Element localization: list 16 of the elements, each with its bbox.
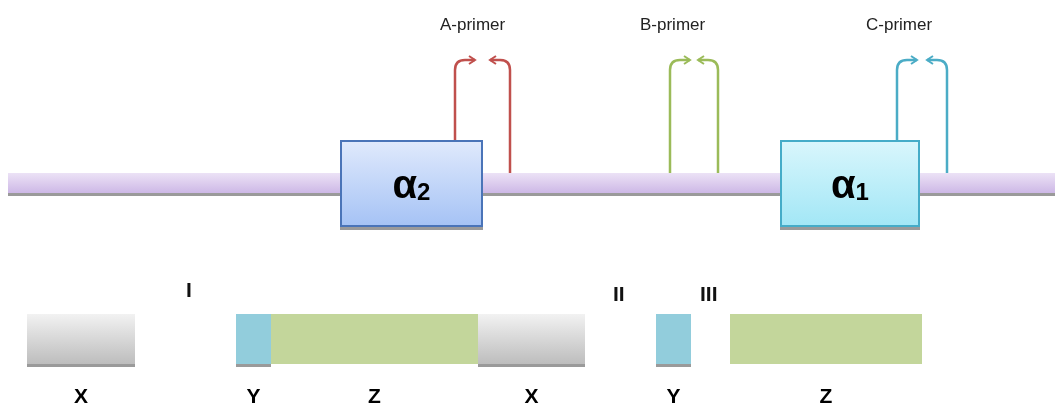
gene-name: α$_{1}$ <box>831 163 869 204</box>
region-numeral: I <box>186 278 192 302</box>
segment-letter: Y <box>666 384 681 408</box>
segment-letter: Z <box>819 384 833 408</box>
gene-box <box>340 140 483 227</box>
gene-name: α$_{2}$ <box>392 163 431 204</box>
gene-box <box>780 140 920 227</box>
segment-letter: Z <box>368 384 381 408</box>
segment-letter: X <box>524 384 539 408</box>
primer-label: C-primer <box>866 15 933 35</box>
region-numeral: II <box>613 282 625 306</box>
segment-letter: X <box>74 384 88 408</box>
primer-label: B-primer <box>640 15 706 35</box>
segment-letter: Y <box>246 384 261 408</box>
primer-label: A-primer <box>440 15 506 35</box>
region-numeral: III <box>700 282 718 306</box>
